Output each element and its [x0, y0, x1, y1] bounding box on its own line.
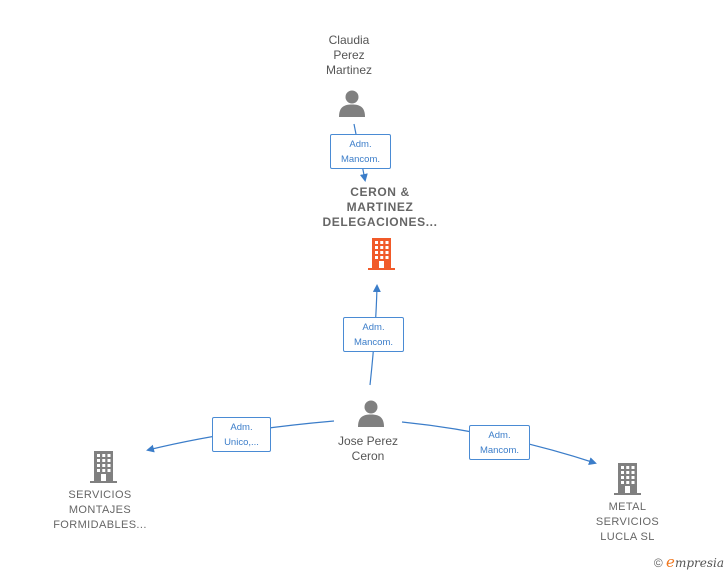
company-label-ceron-martinez[interactable]: CERON & MARTINEZ DELEGACIONES...	[322, 185, 438, 229]
company-label-metal-servicios[interactable]: METAL SERVICIOS LUCLA SL	[595, 501, 660, 543]
person-label-jose[interactable]: Jose Perez Ceron	[337, 434, 399, 463]
person-label-claudia[interactable]: Claudia Perez Martinez	[325, 33, 372, 77]
empresia-watermark: © empresia	[654, 553, 724, 571]
building-icon[interactable]	[366, 236, 397, 270]
person-icon[interactable]	[356, 398, 386, 428]
relation-label-jose-metal[interactable]: Adm. Mancom.	[469, 425, 530, 460]
empresia-logo-initial: e	[666, 553, 675, 571]
relation-label-jose-ceron[interactable]: Adm. Mancom.	[343, 317, 404, 352]
building-icon[interactable]	[88, 449, 119, 483]
relation-label-jose-servicios[interactable]: Adm. Unico,...	[212, 417, 271, 452]
building-icon[interactable]	[612, 461, 643, 495]
empresia-logo-text: mpresia	[674, 556, 724, 570]
relation-label-claudia-ceron[interactable]: Adm. Mancom.	[330, 134, 391, 169]
company-label-servicios-montajes[interactable]: SERVICIOS MONTAJES FORMIDABLES...	[53, 489, 147, 531]
person-icon[interactable]	[337, 88, 367, 118]
copyright-symbol: ©	[653, 556, 663, 570]
